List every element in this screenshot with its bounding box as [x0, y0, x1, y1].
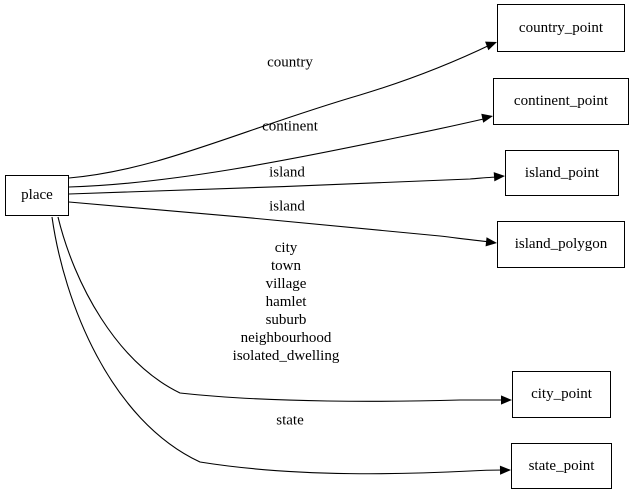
node-continent-point[interactable]: continent_point	[493, 78, 629, 125]
edge-line	[68, 176, 501, 195]
edge-arrowhead	[481, 113, 493, 123]
node-label: island_point	[524, 164, 600, 181]
edge-arrowhead	[499, 465, 511, 475]
node-city-point[interactable]: city_point	[512, 371, 611, 418]
edge-label-continent: continent	[262, 118, 318, 135]
edge-line	[68, 117, 489, 188]
node-place[interactable]: place	[5, 175, 69, 216]
node-state-point[interactable]: state_point	[511, 443, 612, 489]
edge-arrowhead	[485, 41, 497, 51]
edge-line	[68, 201, 493, 243]
edge-line	[68, 43, 493, 179]
node-label: country_point	[518, 19, 604, 36]
edge-label-state: state	[276, 412, 304, 429]
edge-arrowhead	[493, 172, 505, 182]
node-label: state_point	[528, 457, 595, 474]
node-label: place	[21, 187, 53, 203]
edge-label-island-point: island	[269, 164, 305, 181]
edge-arrowhead	[501, 395, 512, 405]
edge-line	[57, 216, 506, 402]
edge-label-island-polygon: island	[269, 198, 305, 215]
node-label: city_point	[531, 386, 592, 402]
node-label: island_polygon	[514, 236, 608, 252]
node-country-point[interactable]: country_point	[497, 4, 625, 52]
node-island-point[interactable]: island_point	[505, 150, 619, 196]
node-label: continent_point	[513, 93, 609, 109]
edge-arrowhead	[485, 237, 497, 247]
node-island-polygon[interactable]: island_polygon	[497, 221, 625, 268]
edge-line	[51, 216, 506, 475]
edge-label-country: country	[267, 54, 313, 71]
edge-label-city: city town village hamlet suburb neighbou…	[232, 240, 340, 364]
